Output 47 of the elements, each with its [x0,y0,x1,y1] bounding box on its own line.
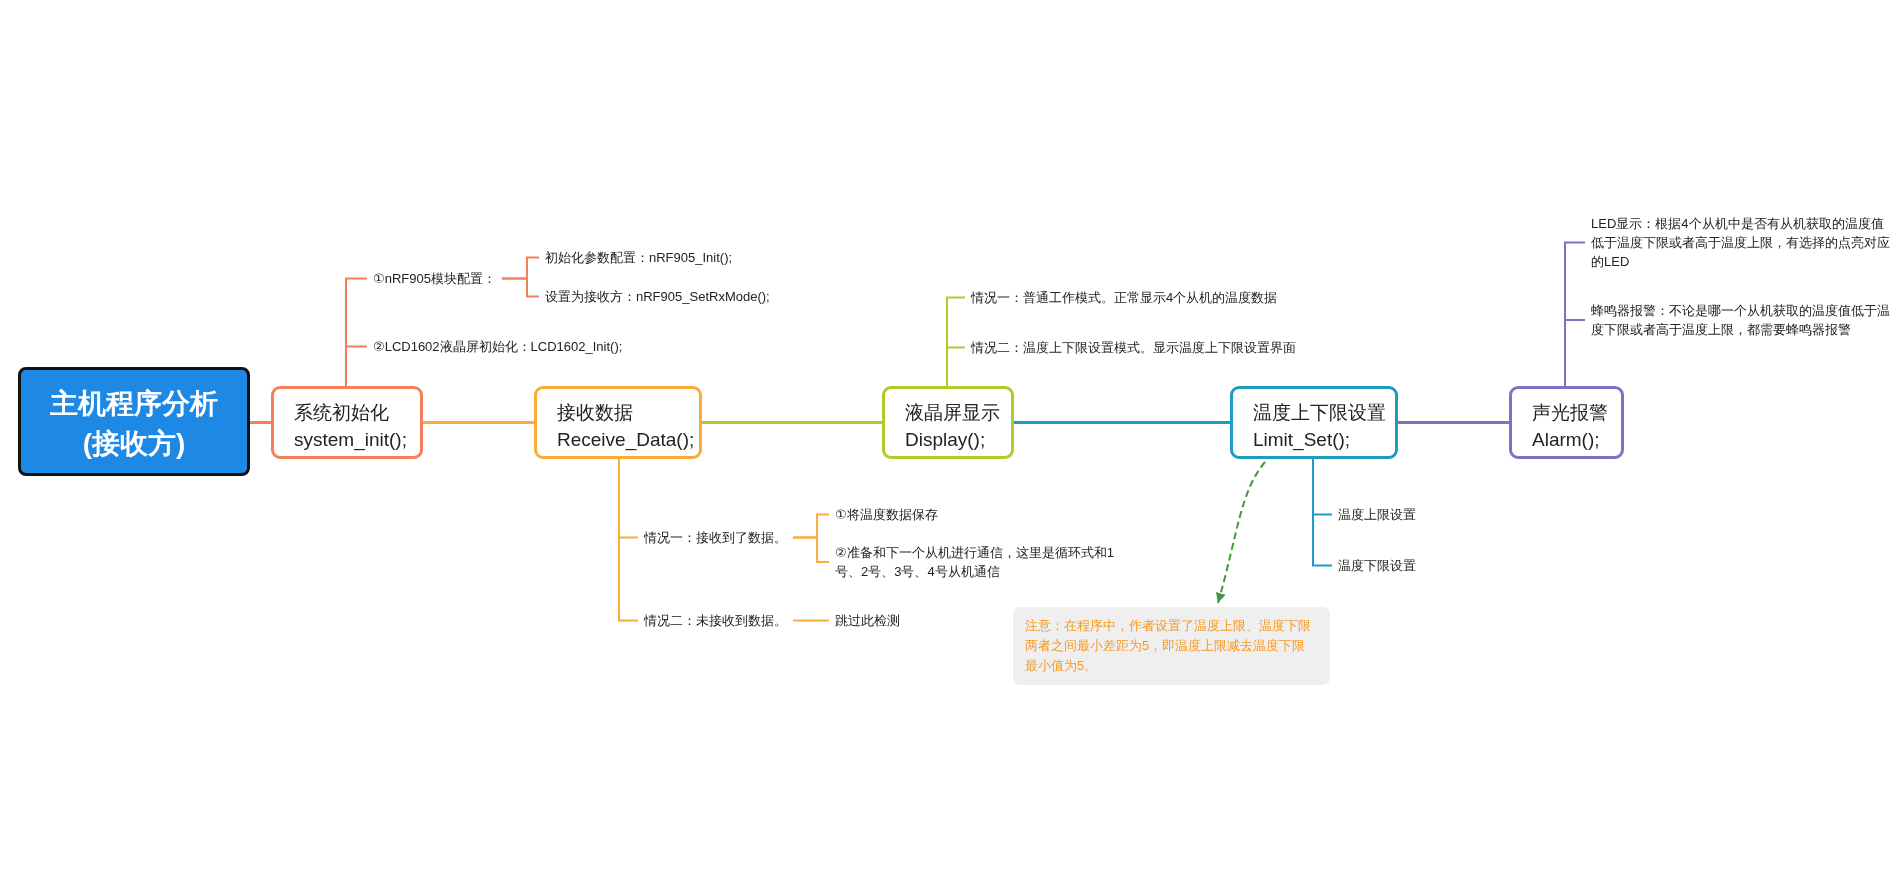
connector-line [792,619,830,622]
branch-text: ②准备和下一个从机进行通信，这里是循环式和1号、2号、3号、4号从机通信 [835,543,1135,581]
root-title: 主机程序分析(接收方) [49,387,219,461]
branch-text: 蜂鸣器报警：不论是哪一个从机获取的温度值低于温度下限或者高于温度上限，都需要蜂鸣器报警 [1591,301,1891,339]
connector-line [423,421,534,424]
branch-text: 设置为接收方：nRF905_SetRxMode(); [545,287,770,306]
process-box [271,386,423,459]
branch-text: 温度上限设置 [1338,505,1416,524]
branch-text: ①nRF905模块配置： [373,269,496,288]
branch-text: 情况一：接收到了数据。 [644,528,787,547]
branch-text: 跳过此检测 [835,611,900,630]
function-name: Alarm(); [1532,428,1601,452]
function-name: Limit_Set(); [1253,428,1352,453]
connector-line [1014,421,1230,424]
process-box [1509,386,1624,459]
connector-line [1312,458,1333,567]
node-title: 液晶屏显示 [905,401,1001,425]
function-name: Receive_Data(); [557,428,696,453]
connector-line [702,421,882,424]
function-name: Display(); [905,428,987,452]
branch-text: 情况二：温度上下限设置模式。显示温度上下限设置界面 [971,338,1296,357]
arrow [1215,461,1266,604]
connector-line [1398,421,1509,424]
branch-text: 情况二：未接收到数据。 [644,611,787,630]
node-title: 接收数据 [557,401,634,425]
node-title: 声光报警 [1532,401,1609,425]
branch-text: ①将温度数据保存 [835,505,938,524]
node-title: 系统初始化 [294,401,390,425]
root-box [18,367,250,476]
connector-line [345,345,368,387]
connector-line [1564,319,1586,387]
process-box [534,386,702,459]
branch-text: 情况一：普通工作模式。正常显示4个从机的温度数据 [971,288,1278,307]
process-box [882,386,1014,459]
function-name: system_init(); [294,428,408,453]
branch-text: 初始化参数配置：nRF905_Init(); [545,248,733,267]
process-box [1230,386,1398,459]
connector-line [250,421,271,424]
connector-line [618,458,639,622]
note-text: 注意：在程序中，作者设置了温度上限、温度下限两者之间最小差距为5，即温度上限减去温度下限最小值为5。 [1025,618,1311,673]
connector-line [946,346,966,387]
connector-line [792,536,830,563]
branch-text: ②LCD1602液晶屏初始化：LCD1602_Init(); [373,337,623,356]
node-title: 温度上下限设置 [1253,401,1387,425]
branch-text: LED显示：根据4个从机中是否有从机获取的温度值低于温度下限或者高于温度上限，有选择的点亮对应的LED [1591,214,1891,271]
branch-text: 温度下限设置 [1338,556,1416,575]
connector-line [500,277,540,298]
